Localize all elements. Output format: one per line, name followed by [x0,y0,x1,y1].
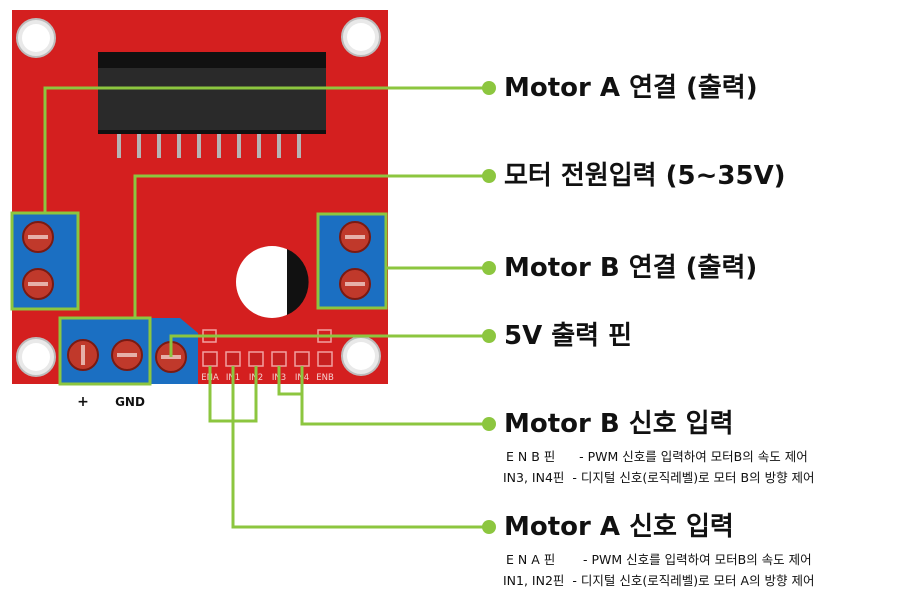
enb-description: E N B 핀 - PWM 신호를 입력하여 모터B의 속도 제어 [506,449,808,464]
in3-in4-bracket [277,366,304,396]
heatsink [98,52,326,134]
motor-power-callout: 모터 전원입력 (5~35V) [504,161,786,191]
motor-a-output-callout: Motor A 연결 (출력) [504,73,758,103]
five-v-output-callout: 5V 출력 핀 [504,321,633,351]
in3-in4-description: IN3, IN4핀 - 디지털 신호(로직레벨)로 모터 B의 방향 제어 [503,470,815,485]
mounting-hole [16,337,56,377]
motor-a-leader [43,86,488,213]
power-input-highlight [58,316,152,386]
chip-pins [117,134,301,158]
motor-b-output-callout: Motor B 연결 (출력) [504,253,758,283]
plus-label: + [77,394,89,410]
gnd-label: GND [115,395,145,409]
power-terminal [60,318,198,384]
ena-description: E N A 핀 - PWM 신호를 입력하여 모터B의 속도 제어 [506,552,812,567]
motor-a-signal-leader [231,421,488,529]
motor-power-leader [133,174,488,318]
in1-in2-description: IN1, IN2핀 - 디지털 신호(로직레벨)로 모터 A의 방향 제어 [503,573,815,588]
five-v-leader [169,334,488,357]
motor-b-signal-callout: Motor B 신호 입력 [504,409,734,439]
motor-b-terminal [318,214,386,308]
leader-endpoints [482,81,496,534]
motor-a-terminal [12,213,78,309]
leader-lines [43,86,488,529]
pin-label-enb: ENB [316,373,334,383]
mounting-hole [341,17,381,57]
mounting-hole [16,18,56,58]
capacitor [236,246,309,318]
motor-b-highlight [316,212,388,310]
signal-pin-header [202,351,333,367]
mounting-hole [341,336,381,376]
motor-b-signal-leader [300,394,488,426]
motor-a-signal-callout: Motor A 신호 입력 [504,512,734,542]
